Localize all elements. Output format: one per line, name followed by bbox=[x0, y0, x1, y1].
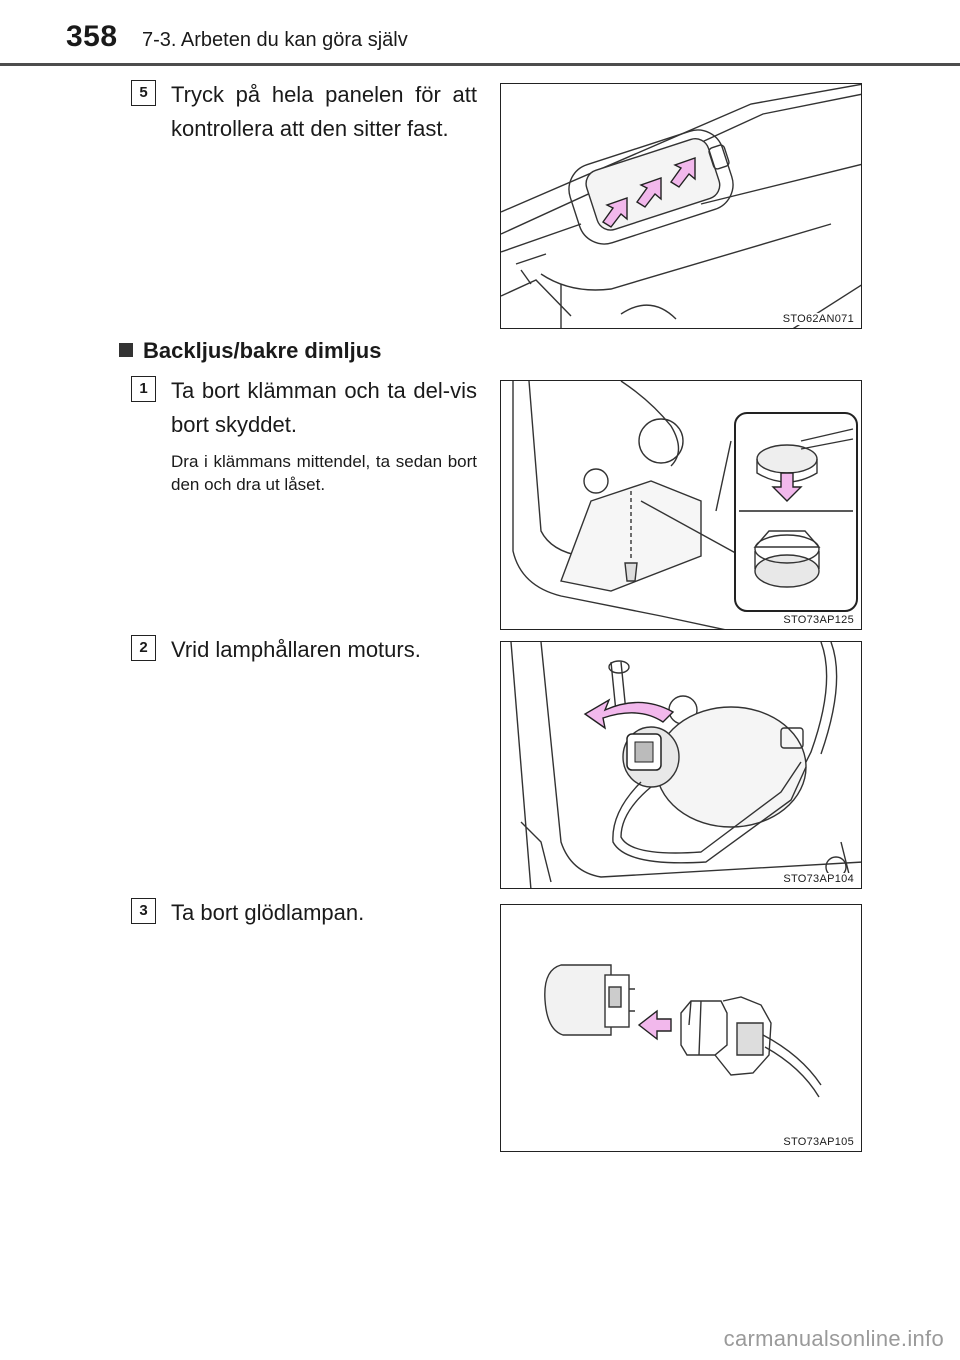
chapter-title: 7-3. Arbeten du kan göra själv bbox=[142, 29, 408, 51]
figure-socket-rotate: STO73AP104 bbox=[500, 641, 862, 889]
step-badge-2: 2 bbox=[131, 635, 156, 661]
figure-code: STO73AP104 bbox=[781, 873, 856, 885]
figure-code: STO62AN071 bbox=[780, 313, 856, 325]
section-heading: Backljus/bakre dimljus bbox=[119, 338, 381, 364]
figure-code: STO73AP105 bbox=[781, 1136, 856, 1148]
step-badge-1: 1 bbox=[131, 376, 156, 402]
bulb-removal-illustration bbox=[544, 964, 822, 1098]
figure-clip-removal: STO73AP125 bbox=[500, 380, 862, 630]
page-number: 358 bbox=[66, 20, 118, 53]
watermark: carmanualsonline.info bbox=[723, 1326, 944, 1351]
step-badge-5: 5 bbox=[131, 80, 156, 106]
step-text-2: Vrid lamphållaren moturs. bbox=[171, 637, 421, 662]
figure-bulb-removal: STO73AP105 bbox=[500, 904, 862, 1152]
figure-panel-press: STO62AN071 bbox=[500, 83, 862, 329]
step-note-1: Dra i klämmans mittendel, ta sedan bort … bbox=[171, 452, 477, 494]
step-badge-3: 3 bbox=[131, 898, 156, 924]
figure-code: STO73AP125 bbox=[781, 614, 856, 626]
clip-removal-illustration bbox=[512, 381, 858, 629]
step-text-3: Ta bort glödlampan. bbox=[171, 900, 365, 925]
header-rule bbox=[0, 63, 960, 66]
section-heading-text: Backljus/bakre dimljus bbox=[143, 338, 382, 363]
socket-rotate-illustration bbox=[510, 642, 861, 888]
step-text-5: Tryck på hela panelen för att kontroller… bbox=[171, 82, 477, 141]
panel-press-illustration bbox=[501, 84, 861, 328]
step-text-1: Ta bort klämman och ta del-vis bort skyd… bbox=[171, 378, 477, 437]
section-square-icon bbox=[119, 343, 133, 357]
